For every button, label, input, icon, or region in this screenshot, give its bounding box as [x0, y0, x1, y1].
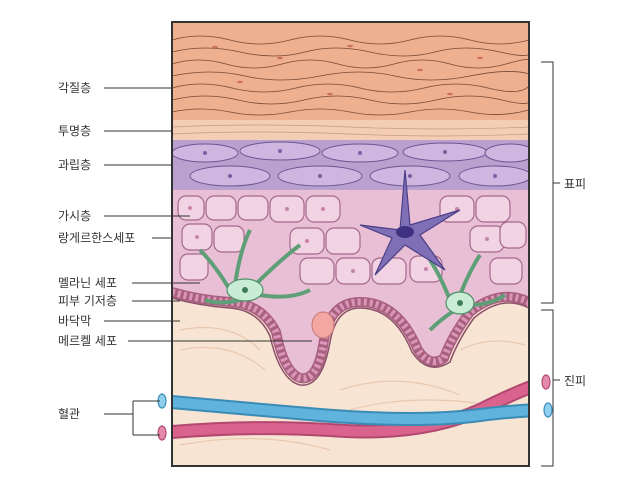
diagram-frame: [171, 21, 530, 467]
granulosum-nuclei: [203, 149, 497, 178]
label-dermis: 진피: [564, 374, 586, 388]
leader-lines: [104, 87, 312, 436]
vessel-ends: [157, 374, 553, 441]
stratum-spinosum-layer: [172, 190, 529, 380]
label-stratum-granulosum: 과립층: [58, 158, 91, 172]
corneum-nuclei: [212, 44, 483, 96]
basement-membrane: [172, 297, 529, 386]
label-stratum-corneum: 각질층: [58, 81, 91, 95]
label-blood-vessel: 혈관: [58, 407, 80, 421]
label-merkel-cell: 메르켈 세포: [58, 334, 117, 348]
melanocyte-nuclei: [242, 287, 463, 306]
label-stratum-spinosum: 가시층: [58, 209, 91, 223]
label-langerhans-cell: 랑게르한스세포: [58, 231, 135, 245]
label-stratum-lucidum: 투명층: [58, 124, 91, 138]
epidermis-bracket: [541, 61, 560, 304]
merkel-cell: [311, 311, 335, 339]
label-stratum-basale: 피부 기저층: [58, 294, 117, 308]
label-basement-membrane: 바닥막: [58, 314, 91, 328]
lucidum-lines: [172, 124, 529, 137]
dermis-fibers: [179, 326, 526, 451]
blood-vessels: [172, 380, 529, 440]
label-melanocyte: 멜라닌 세포: [58, 276, 117, 290]
langerhans-cell: [359, 169, 461, 276]
dermis-bracket: [541, 309, 560, 467]
corneum-cells: [172, 35, 529, 116]
stratum-lucidum-layer: [172, 120, 529, 140]
basal-cells-outline: [172, 288, 529, 382]
label-epidermis: 표피: [564, 177, 586, 191]
spinosum-nuclei: [188, 206, 489, 273]
